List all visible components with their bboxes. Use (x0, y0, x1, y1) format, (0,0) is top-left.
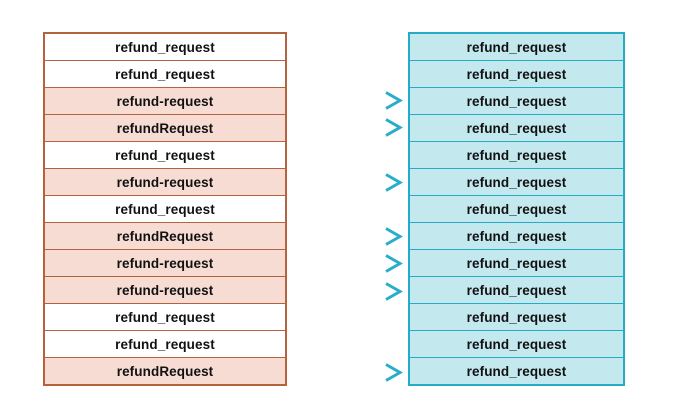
target-row-label: refund_request (466, 228, 567, 244)
target-row[interactable]: refund_request (410, 61, 623, 88)
target-row-label: refund_request (466, 282, 567, 298)
target-row[interactable]: refund_request (410, 142, 623, 169)
source-row[interactable]: refund-request (45, 88, 285, 115)
source-row[interactable]: refund-request (45, 277, 285, 304)
target-row-label: refund_request (466, 255, 567, 271)
source-row-label: refund-request (116, 282, 214, 298)
source-row[interactable]: refund_request (45, 331, 285, 358)
source-row[interactable]: refund-request (45, 169, 285, 196)
source-row-label: refund_request (115, 147, 215, 163)
source-row-label: refund-request (116, 93, 214, 109)
source-row-label: refundRequest (116, 120, 214, 136)
source-row[interactable]: refund-request (45, 250, 285, 277)
target-row-label: refund_request (466, 93, 567, 109)
target-row[interactable]: refund_request (410, 331, 623, 358)
arrow-head-icon (385, 282, 404, 301)
target-row-label: refund_request (466, 66, 567, 82)
target-row[interactable]: refund_request (410, 358, 623, 384)
source-row-label: refund_request (115, 39, 215, 55)
normalized-event-names-table: refund_request refund_request refund_reque… (408, 32, 625, 386)
target-row-label: refund_request (466, 201, 567, 217)
target-row[interactable]: refund_request (410, 34, 623, 61)
source-event-names-table: refund_request refund_request refund-reque… (43, 32, 287, 386)
target-row[interactable]: refund_request (410, 277, 623, 304)
arrow-head-icon (385, 91, 404, 110)
source-row[interactable]: refund_request (45, 196, 285, 223)
target-row-label: refund_request (466, 363, 567, 379)
target-row-label: refund_request (466, 39, 567, 55)
arrow-head-icon (385, 118, 404, 137)
source-row[interactable]: refund_request (45, 142, 285, 169)
source-row-label: refund-request (116, 255, 214, 271)
arrow-head-icon (385, 254, 404, 273)
target-row-label: refund_request (466, 174, 567, 190)
target-row[interactable]: refund_request (410, 196, 623, 223)
source-row[interactable]: refundRequest (45, 358, 285, 384)
target-row[interactable]: refund_request (410, 250, 623, 277)
target-row-label: refund_request (466, 309, 567, 325)
target-row-label: refund_request (466, 147, 567, 163)
target-row-label: refund_request (466, 336, 567, 352)
source-row-label: refund_request (115, 309, 215, 325)
target-row[interactable]: refund_request (410, 88, 623, 115)
arrow-head-icon (385, 173, 404, 192)
target-row[interactable]: refund_request (410, 115, 623, 142)
source-row-label: refund_request (115, 201, 215, 217)
source-row[interactable]: refundRequest (45, 223, 285, 250)
source-row-label: refund-request (116, 174, 214, 190)
source-row[interactable]: refundRequest (45, 115, 285, 142)
source-row-label: refundRequest (116, 228, 214, 244)
source-row-label: refund_request (115, 66, 215, 82)
source-row-label: refundRequest (116, 363, 214, 379)
arrow-head-icon (385, 363, 404, 382)
target-row[interactable]: refund_request (410, 304, 623, 331)
source-row[interactable]: refund_request (45, 304, 285, 331)
target-row[interactable]: refund_request (410, 169, 623, 196)
arrow-head-icon (385, 227, 404, 246)
source-row[interactable]: refund_request (45, 34, 285, 61)
target-row[interactable]: refund_request (410, 223, 623, 250)
source-row-label: refund_request (115, 336, 215, 352)
source-row[interactable]: refund_request (45, 61, 285, 88)
target-row-label: refund_request (466, 120, 567, 136)
